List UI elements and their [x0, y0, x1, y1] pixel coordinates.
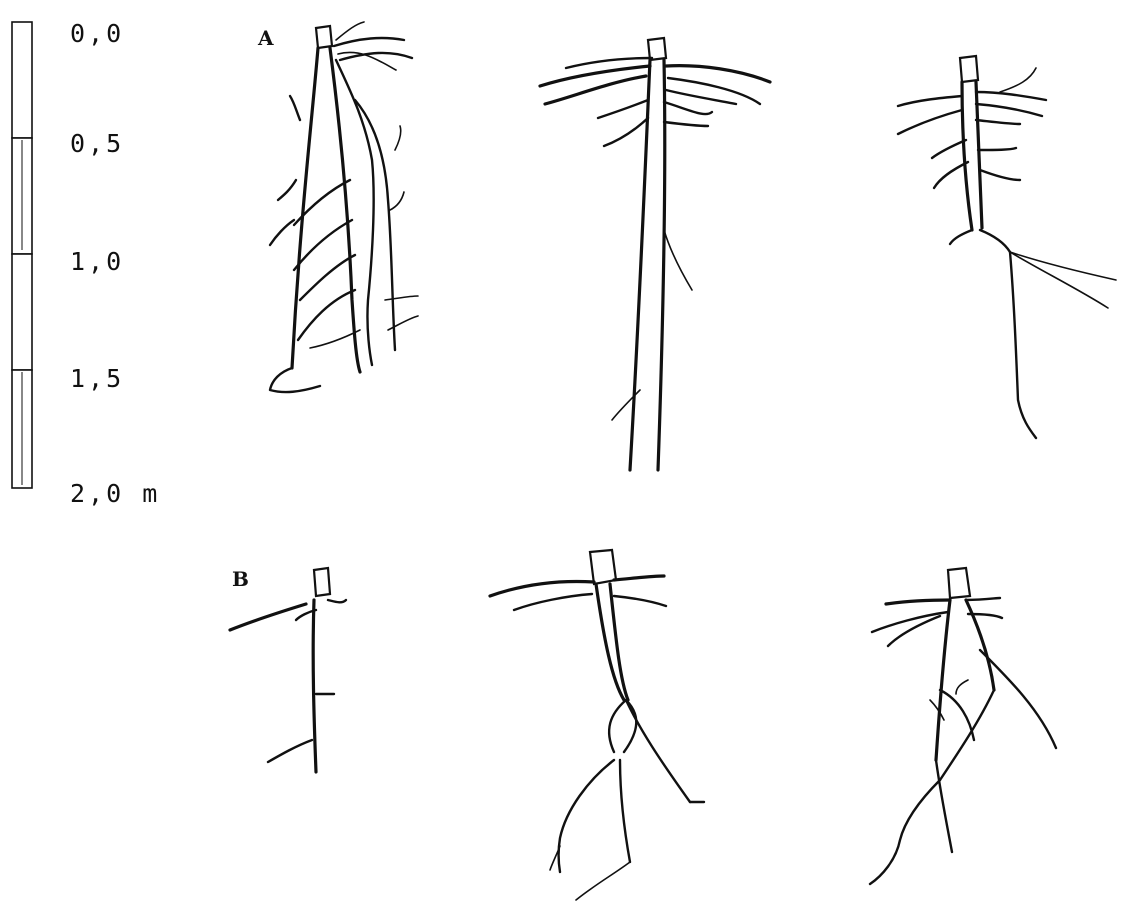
scale-tick-1-5: 1,5 [70, 364, 124, 393]
scale-segment-3 [12, 254, 32, 370]
scale-tick-0-5: 0,5 [70, 129, 124, 158]
panel-label-a: A [257, 26, 274, 50]
root-system-a1 [270, 22, 418, 392]
root-system-a2 [540, 38, 770, 470]
root-system-b1 [230, 568, 346, 772]
root-system-b2 [490, 550, 704, 900]
scale-tick-0: 0,0 [70, 19, 124, 48]
scale-segment-1 [12, 22, 32, 138]
scale-tick-1-0: 1,0 [70, 247, 124, 276]
root-system-b3 [870, 568, 1056, 884]
depth-scale-bar: 0,0 0,5 1,0 1,5 2,0 m [12, 19, 160, 508]
panel-label-b: B [232, 567, 249, 591]
scale-tick-2-0: 2,0 m [70, 479, 160, 508]
root-system-a3 [898, 56, 1116, 438]
